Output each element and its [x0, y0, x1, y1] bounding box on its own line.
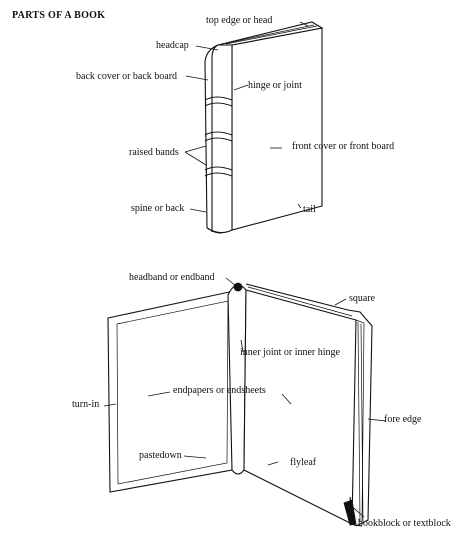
label-hinge: hinge or joint [248, 80, 302, 91]
label-raised-bands: raised bands [129, 147, 179, 158]
left-pastedown [116, 300, 229, 485]
label-bookblock: bookblock or textblock [358, 518, 451, 529]
tail-shadow [343, 499, 357, 526]
closed-book-drawing [204, 21, 324, 234]
label-inner-joint: inner joint or inner hinge [240, 347, 340, 358]
label-back-cover: back cover or back board [76, 71, 178, 82]
open-book-leaders [103, 277, 387, 518]
flyleaf-page [243, 289, 357, 525]
label-front-cover: front cover or front board [292, 141, 395, 152]
label-turn-in: turn-in [72, 399, 100, 410]
label-headband: headband or endband [129, 272, 215, 283]
label-flyleaf: flyleaf [290, 457, 317, 468]
label-fore-edge: fore edge [384, 414, 422, 425]
diagram-title: PARTS OF A BOOK [12, 10, 106, 21]
label-endpapers: endpapers or endsheets [173, 385, 266, 396]
headband-shape [233, 282, 243, 292]
raised-band-1 [204, 96, 233, 107]
label-tail: tail [303, 204, 316, 215]
label-headcap: headcap [156, 40, 189, 51]
open-book-drawing [107, 282, 373, 527]
label-spine: spine or back [131, 203, 185, 214]
closed-book-leaders [184, 21, 309, 213]
front-cover-shape [231, 27, 323, 231]
label-pastedown: pastedown [139, 450, 182, 461]
label-top-edge: top edge or head [206, 15, 273, 26]
raised-band-3 [204, 166, 233, 177]
label-square: square [349, 293, 376, 304]
raised-band-2 [204, 131, 233, 142]
